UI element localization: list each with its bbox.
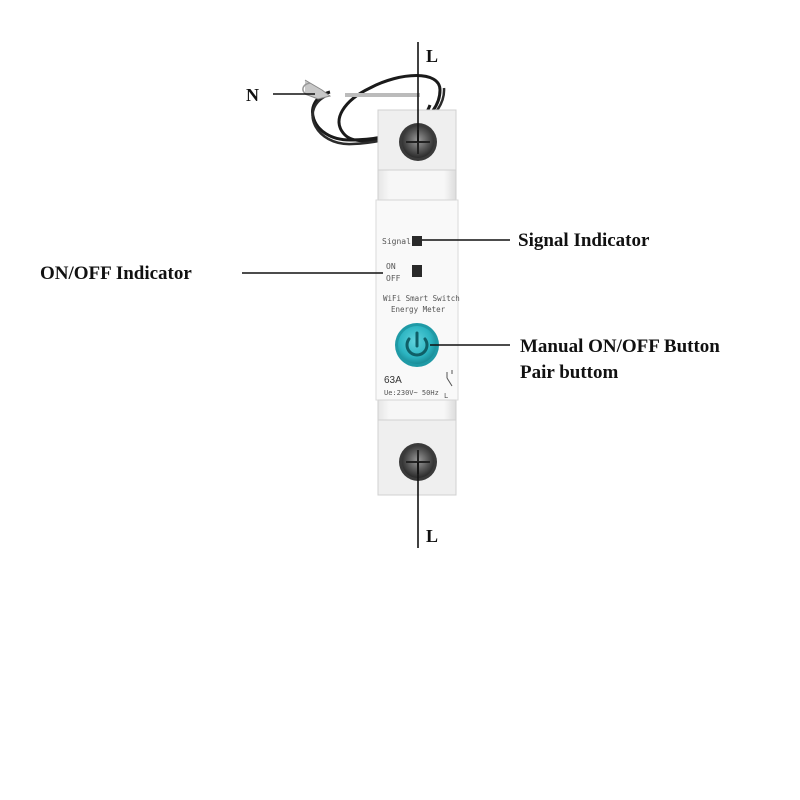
onoff-indicator-label: ON/OFF Indicator	[40, 263, 192, 284]
leader-lines	[242, 42, 510, 548]
top-l-label: L	[426, 46, 438, 66]
switch-symbol-l: L	[444, 392, 448, 400]
signal-text: Signal	[382, 237, 411, 246]
manual-onoff-button[interactable]	[395, 323, 439, 367]
bottom-l-label: L	[426, 526, 438, 546]
model-line-1: WiFi Smart Switch	[383, 294, 460, 303]
off-text: OFF	[386, 274, 401, 283]
model-line-2: Energy Meter	[391, 305, 446, 314]
signal-indicator-led	[412, 236, 422, 246]
breaker-body	[375, 109, 459, 496]
neutral-label: N	[246, 85, 259, 105]
power-icon	[405, 331, 429, 357]
manual-button-label: Manual ON/OFF Button	[520, 336, 720, 357]
pair-button-label: Pair buttom	[520, 362, 619, 383]
on-text: ON	[386, 262, 396, 271]
voltage-text: Ue:230V~ 50Hz	[384, 389, 439, 397]
neutral-fork-terminal	[302, 79, 332, 100]
onoff-indicator-led	[412, 265, 422, 277]
rating-text: 63A	[384, 375, 402, 386]
signal-indicator-label: Signal Indicator	[518, 230, 650, 251]
switch-symbol-icon	[446, 370, 453, 387]
